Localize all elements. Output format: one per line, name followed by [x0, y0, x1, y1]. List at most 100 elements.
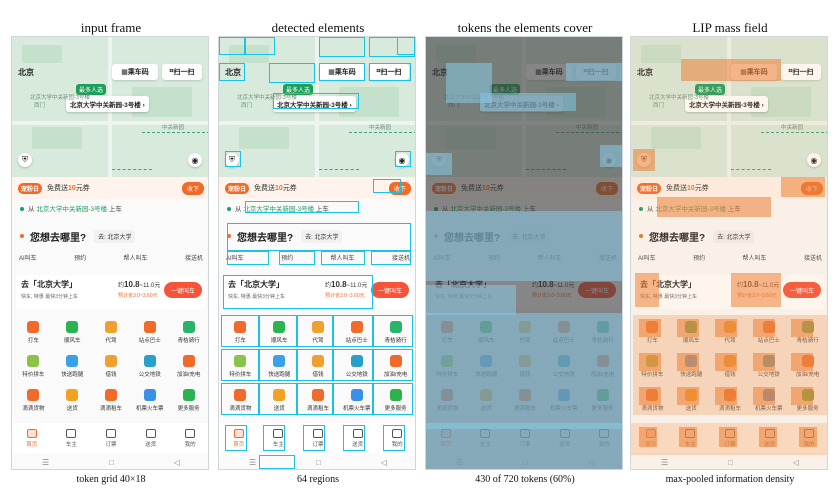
collect-coupon-button[interactable]: 收下: [181, 181, 204, 195]
service-item[interactable]: 机票火车票: [130, 385, 169, 415]
service-item[interactable]: 顺风车: [260, 317, 299, 347]
pickup-row[interactable]: 从 北京大学中关新园-3号楼 上车: [227, 203, 329, 213]
tab-ticket-tab[interactable]: 订票: [105, 428, 116, 448]
service-item[interactable]: 站点巴士: [130, 317, 169, 347]
scan-button[interactable]: ⌗ 扫一扫: [369, 64, 409, 80]
service-label: 打车: [234, 337, 246, 344]
service-item[interactable]: 青桔骑行: [169, 317, 208, 347]
destination-card[interactable]: 去「北京大学」 快车, 特惠 最快3分钟上车 约10.8~11.0元 预计省3.…: [223, 275, 413, 309]
city-selector[interactable]: 北京: [637, 68, 653, 77]
mode-reserve[interactable]: 预约: [74, 256, 87, 262]
mode-reserve[interactable]: 预约: [693, 256, 706, 262]
back-icon[interactable]: ◁: [380, 457, 388, 467]
shield-icon[interactable]: ⛨: [18, 153, 32, 167]
mode-ai-call[interactable]: AI叫车: [638, 256, 656, 262]
tab-truck[interactable]: 送货: [145, 428, 157, 448]
suggested-destination[interactable]: 去: 北京大学: [94, 229, 136, 243]
tab-home[interactable]: 首页: [26, 428, 37, 448]
city-selector[interactable]: 北京: [225, 68, 241, 77]
service-item[interactable]: 特价拼车: [221, 351, 260, 381]
service-item[interactable]: 快送跑腿: [53, 351, 92, 381]
service-item[interactable]: 打车: [221, 317, 260, 347]
mode-call-for-others[interactable]: 帮人叫车: [330, 256, 355, 262]
service-item[interactable]: 代驾: [299, 317, 338, 347]
service-item[interactable]: 站点巴士: [337, 317, 376, 347]
map-view[interactable]: 北京 ▦ 乘车码 ⌗ 扫一扫 最多人选 北京大学中关新园-3号楼 › 北京大学中…: [12, 37, 208, 177]
tab-ticket-tab[interactable]: 订票: [312, 428, 323, 448]
tab-truck[interactable]: 送货: [352, 428, 363, 448]
service-item[interactable]: 打车: [14, 317, 53, 347]
service-item[interactable]: 滴滴货物: [14, 385, 53, 415]
one-tap-call-button[interactable]: 一键叫车: [371, 282, 409, 298]
service-item[interactable]: 送货: [53, 385, 92, 415]
service-item[interactable]: 更多服务: [376, 385, 415, 415]
one-tap-call-button[interactable]: 一键叫车: [783, 282, 821, 298]
tab-home[interactable]: 首页: [233, 428, 244, 448]
back-icon[interactable]: ◁: [173, 457, 181, 467]
service-item[interactable]: 公交地铁: [130, 351, 169, 381]
service-label: 滴滴货物: [229, 405, 252, 412]
map-view[interactable]: 北京 ▦ 乘车码 ⌗ 扫一扫 最多人选 北京大学中关新园-3号楼 › 北京大学中…: [219, 37, 415, 177]
tab-profile[interactable]: 我的: [185, 428, 196, 448]
locate-icon[interactable]: ◉: [395, 153, 409, 167]
mode-airport[interactable]: 接送机: [803, 256, 822, 262]
service-item[interactable]: 滴滴租车: [299, 385, 338, 415]
ride-share-icon: [273, 320, 286, 333]
mode-reserve[interactable]: 预约: [281, 256, 294, 262]
mode-ai-call[interactable]: AI叫车: [226, 256, 244, 262]
mode-call-for-others[interactable]: 帮人叫车: [742, 256, 767, 262]
one-tap-call-button[interactable]: 一键叫车: [164, 282, 202, 298]
promo-banner[interactable]: 宠粉日 免费送10元券 收下: [12, 177, 208, 199]
service-item[interactable]: 代驾: [92, 317, 131, 347]
pickup-point-label[interactable]: 北京大学中关新园-3号楼 ›: [685, 96, 768, 112]
service-item[interactable]: 特价拼车: [14, 351, 53, 381]
pickup-row[interactable]: 从 北京大学中关新园-3号楼 上车: [20, 203, 122, 213]
tab-label: 送货: [145, 441, 157, 448]
service-item[interactable]: 顺风车: [53, 317, 92, 347]
mode-airport[interactable]: 接送机: [184, 256, 203, 262]
service-item[interactable]: 机票火车票: [337, 385, 376, 415]
destination-card[interactable]: 去「北京大学」 快车, 特惠 最快3分钟上车 约10.8~11.0元 预计省3.…: [16, 275, 206, 309]
menu-icon[interactable]: ☰: [248, 457, 257, 467]
locate-icon[interactable]: ◉: [188, 153, 202, 167]
destination-input[interactable]: 您想去哪里? 去: 北京大学: [227, 224, 409, 248]
mode-airport[interactable]: 接送机: [391, 256, 410, 262]
service-item[interactable]: 更多服务: [169, 385, 208, 415]
back-icon[interactable]: ◁: [792, 457, 800, 467]
parcel-icon: [66, 388, 79, 401]
service-item[interactable]: 加油/充电: [376, 351, 415, 381]
service-item[interactable]: 青桔骑行: [376, 317, 415, 347]
service-item[interactable]: 快送跑腿: [260, 351, 299, 381]
ride-code-button[interactable]: ▦ 乘车码: [112, 64, 158, 80]
tab-driver[interactable]: 车主: [66, 428, 77, 448]
service-item[interactable]: 借钱: [299, 351, 338, 381]
mode-call-for-others[interactable]: 帮人叫车: [123, 256, 148, 262]
home-nav-icon[interactable]: □: [109, 457, 114, 467]
pickup-point-label[interactable]: 北京大学中关新园-3号楼 ›: [66, 96, 149, 112]
service-item[interactable]: 公交地铁: [337, 351, 376, 381]
home-nav-icon[interactable]: □: [728, 457, 733, 467]
menu-icon[interactable]: ☰: [660, 457, 669, 467]
promo-banner[interactable]: 宠粉日 免费送10元券 收下: [219, 177, 415, 199]
mode-ai-call[interactable]: AI叫车: [19, 256, 37, 262]
service-item[interactable]: 借钱: [92, 351, 131, 381]
home-nav-icon[interactable]: □: [316, 457, 321, 467]
destination-input[interactable]: 您想去哪里? 去: 北京大学: [639, 224, 821, 248]
service-item[interactable]: 滴滴租车: [92, 385, 131, 415]
menu-icon[interactable]: ☰: [41, 457, 50, 467]
service-item[interactable]: 送货: [260, 385, 299, 415]
scan-button[interactable]: ⌗ 扫一扫: [781, 64, 821, 80]
locate-icon[interactable]: ◉: [807, 153, 821, 167]
service-item[interactable]: 滴滴货物: [221, 385, 260, 415]
city-selector[interactable]: 北京: [18, 68, 34, 77]
suggested-destination[interactable]: 去: 北京大学: [713, 229, 755, 243]
suggested-destination[interactable]: 去: 北京大学: [301, 229, 343, 243]
scan-button[interactable]: ⌗ 扫一扫: [162, 64, 202, 80]
destination-input[interactable]: 您想去哪里? 去: 北京大学: [20, 224, 202, 248]
service-item[interactable]: 加油/充电: [169, 351, 208, 381]
tab-driver[interactable]: 车主: [273, 428, 284, 448]
tab-profile[interactable]: 我的: [392, 428, 403, 448]
shield-icon[interactable]: ⛨: [225, 153, 239, 167]
ride-code-button[interactable]: ▦ 乘车码: [319, 64, 365, 80]
collect-coupon-button[interactable]: 收下: [388, 181, 411, 195]
